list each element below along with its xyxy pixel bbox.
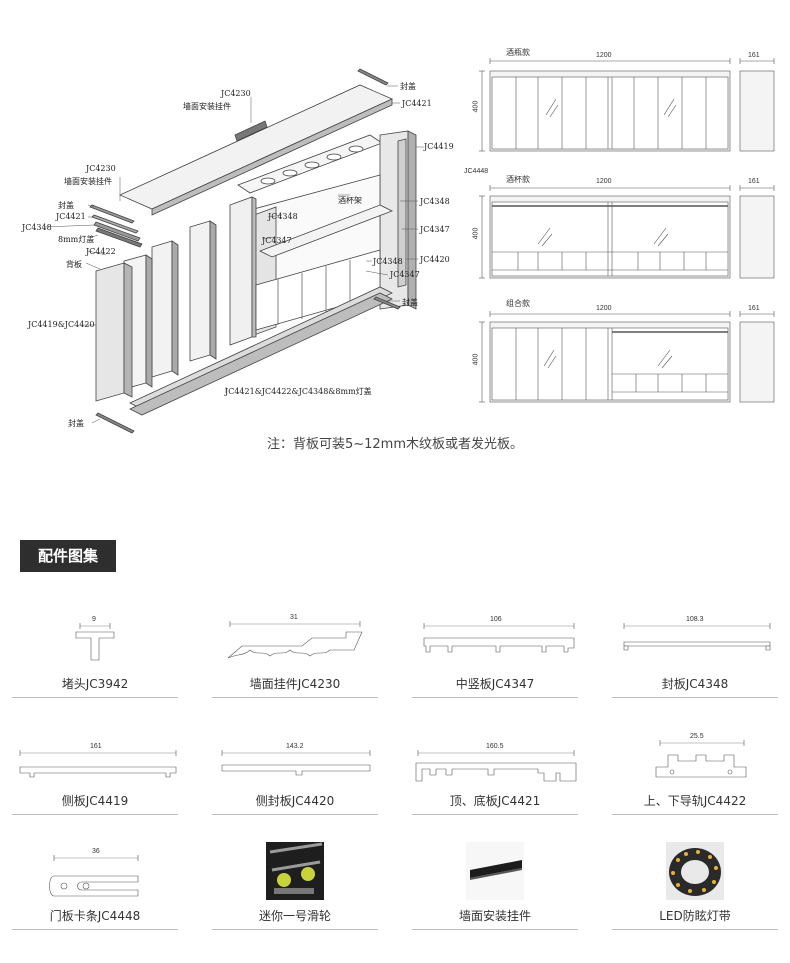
- section-title-accessories: 配件图集: [20, 540, 116, 572]
- side-panel-profile-icon: [19, 750, 177, 778]
- label-jc4348-mid: JC4348: [268, 212, 298, 221]
- part-divider: [212, 814, 378, 815]
- part-divider: [612, 814, 778, 815]
- part-divider: [212, 929, 378, 930]
- part-name: 上、下导轨JC4422: [643, 794, 747, 808]
- wall-bracket-photo-icon: [466, 842, 524, 900]
- part-dimension: 161: [90, 743, 102, 750]
- part-card-mini-pulley: 迷你一号滑轮: [212, 830, 378, 930]
- label-jc4230-left: JC4230: [86, 164, 116, 173]
- part-name: 侧板JC4419: [61, 794, 129, 808]
- part-divider: [212, 697, 378, 698]
- part-divider: [412, 814, 578, 815]
- side-cover-profile-icon: [221, 750, 371, 776]
- part-card-jc4230: 31 墙面挂件JC4230: [212, 598, 378, 698]
- label-wall-mount-left: 墙面安装挂件: [64, 177, 112, 186]
- label-led-cover-8mm: 8mm灯盖: [58, 235, 95, 244]
- part-card-jc4448: 36 门板卡条JC4448: [12, 830, 178, 930]
- label-backboard: 背板: [66, 260, 82, 269]
- pulley-photo-icon: [266, 842, 324, 900]
- label-jc4420-right: JC4420: [420, 255, 450, 264]
- part-card-wall-bracket: 墙面安装挂件: [412, 830, 578, 930]
- label-jc4419-jc4420: JC4419&JC4420: [28, 320, 95, 329]
- part-name: 侧封板JC4420: [255, 794, 335, 808]
- part-card-jc3942: 9 堵头JC3942: [12, 598, 178, 698]
- label-jc4348-low: JC4348: [373, 257, 403, 266]
- exploded-view-drawing: [43, 68, 424, 434]
- label-cap-bottom-left: 封盖: [68, 419, 84, 428]
- elevation-title: 酒瓶款: [506, 48, 530, 57]
- part-divider: [12, 929, 178, 930]
- elevation-combination-drawing: [479, 311, 775, 403]
- elevation-depth-dim: 161: [748, 305, 760, 312]
- wall-hook-profile-icon: [227, 621, 363, 659]
- cover-panel-profile-icon: [623, 623, 771, 651]
- t-profile-icon: [75, 623, 115, 661]
- part-card-led-strip: LED防眩灯带: [612, 830, 778, 930]
- part-divider: [12, 814, 178, 815]
- part-name: 墙面安装挂件: [458, 909, 531, 923]
- part-card-jc4347: 106 中竖板JC4347: [412, 598, 578, 698]
- part-dimension: 106: [490, 616, 502, 623]
- elevation-width-dim: 1200: [596, 178, 612, 185]
- label-jc4347-mid: JC4347: [262, 236, 292, 245]
- label-cap-bottom-right: 封盖: [402, 298, 418, 307]
- elevation-title: 组合款: [506, 299, 530, 308]
- part-name: 墙面挂件JC4230: [249, 677, 341, 691]
- part-card-jc4421: 160.5 顶、底板JC4421: [412, 715, 578, 815]
- part-card-jc4419: 161 侧板JC4419: [12, 715, 178, 815]
- part-card-jc4348: 108.3 封板JC4348: [612, 598, 778, 698]
- label-jc4348-right: JC4348: [420, 197, 450, 206]
- label-jc4421-left: JC4421: [56, 212, 86, 221]
- label-jc4347-right: JC4347: [420, 225, 450, 234]
- label-jc4419-right: JC4419: [424, 142, 454, 151]
- rail-profile-icon: [655, 740, 747, 778]
- part-dimension: 9: [92, 616, 96, 623]
- led-strip-photo-icon: [666, 842, 724, 900]
- part-divider: [12, 697, 178, 698]
- backboard-note: 注：背板可装5~12mm木纹板或者发光板。: [266, 437, 524, 452]
- part-name: 堵头JC3942: [61, 677, 129, 691]
- elevation-depth-dim: 161: [748, 52, 760, 59]
- label-cap-top-right: 封盖: [400, 82, 416, 91]
- label-wall-mount-top: 墙面安装挂件: [183, 102, 231, 111]
- part-dimension: 143.2: [286, 743, 304, 750]
- mid-panel-profile-icon: [423, 623, 575, 653]
- part-name: 封板JC4348: [661, 677, 729, 691]
- part-card-jc4422: 25.5 上、下导轨JC4422: [612, 715, 778, 815]
- elevation-width-dim: 1200: [596, 52, 612, 59]
- label-jc4348-left: JC4348: [22, 223, 52, 232]
- elevation-width-dim: 1200: [596, 305, 612, 312]
- part-dimension: 31: [290, 614, 298, 621]
- part-name: 中竖板JC4347: [455, 677, 535, 691]
- door-clip-profile-icon: [49, 855, 139, 897]
- top-bottom-profile-icon: [415, 750, 577, 782]
- part-dimension: 36: [92, 848, 100, 855]
- part-name: 迷你一号滑轮: [258, 909, 331, 923]
- label-glass-rack: 酒杯架: [338, 196, 362, 205]
- elevation-callout: JC4448: [464, 168, 489, 175]
- part-dimension: 160.5: [486, 743, 504, 750]
- part-name: 顶、底板JC4421: [449, 794, 541, 808]
- part-card-jc4420: 143.2 侧封板JC4420: [212, 715, 378, 815]
- part-divider: [412, 697, 578, 698]
- label-cap-left: 封盖: [58, 201, 74, 210]
- part-name: 门板卡条JC4448: [49, 909, 141, 923]
- part-divider: [612, 929, 778, 930]
- label-jc4347-low: JC4347: [390, 270, 420, 279]
- part-dimension: 25.5: [690, 733, 704, 740]
- elevation-wine-glass-drawing: [479, 185, 775, 279]
- part-name: LED防眩灯带: [659, 909, 731, 923]
- elevation-title: 酒杯款: [506, 175, 530, 184]
- label-jc4230-top: JC4230: [221, 89, 251, 98]
- label-bottom-combo: JC4421&JC4422&JC4348&8mm灯盖: [225, 387, 372, 396]
- label-jc4421-top: JC4421: [402, 99, 432, 108]
- part-dimension: 108.3: [686, 616, 704, 623]
- label-jc4422-left: JC4422: [86, 247, 116, 256]
- elevation-wine-bottle-drawing: [479, 58, 775, 152]
- part-divider: [612, 697, 778, 698]
- elevation-depth-dim: 161: [748, 178, 760, 185]
- part-divider: [412, 929, 578, 930]
